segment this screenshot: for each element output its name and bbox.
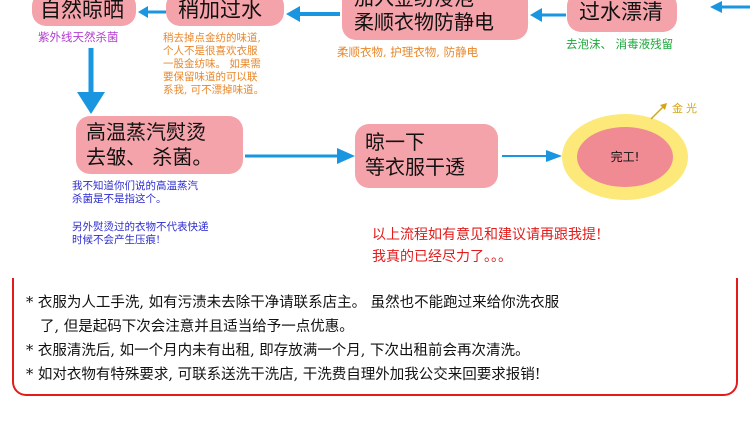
arrow-steam-to-air-dry <box>245 148 355 164</box>
note-rinse-light-line: 系我, 可不漂掉味道。 <box>163 84 265 96</box>
note-rinse-light: 稍去掉点金纺的味道, 个人不是很喜欢衣服 一股金纺味。 如果需 要保留味道的可以… <box>163 32 264 97</box>
arrow-air-dry-to-done <box>502 150 562 162</box>
glow-spark-icon <box>650 103 667 120</box>
step-softener-line1: 加入金纺浸泡 <box>354 0 516 10</box>
note-flow-comment-line: 我真的已经尽力了。。。 <box>372 249 512 265</box>
note-steam-a: 我不知道你们说的高温蒸汽 杀菌是不是指这个。 <box>72 180 198 206</box>
step-air-dry: 晾一下 等衣服干透 <box>355 124 498 188</box>
note-rinse: 去泡沫、 消毒液残留 <box>566 37 674 51</box>
arrow-rinse-light-to-sun-dry <box>138 6 166 18</box>
step-softener: 加入金纺浸泡 柔顺衣物防静电 <box>342 0 528 40</box>
step-air-dry-line2: 等衣服干透 <box>365 155 465 179</box>
footer-notes-box <box>12 278 738 396</box>
bullet-star-icon: * <box>26 295 34 311</box>
note-rinse-light-line: 要保留味道的可以联 <box>163 71 258 83</box>
note-rinse-light-line: 个人不是很喜欢衣服 <box>163 45 258 57</box>
arrow-rinse-to-softener <box>530 8 566 22</box>
step-sun-dry-label: 自然晾晒 <box>40 0 124 22</box>
step-softener-line2: 柔顺衣物防静电 <box>354 10 494 34</box>
note-steam-b: 另外熨烫过的衣物不代表快递 时候不会产生压痕! <box>72 221 209 247</box>
step-steam: 高温蒸汽熨烫 去皱、 杀菌。 <box>76 116 243 174</box>
note-rinse-light-line: 稍去掉点金纺的味道, <box>163 32 261 44</box>
arrow-softener-to-rinse-light <box>286 6 340 22</box>
footer-line-1: * 衣服为人工手洗, 如有污渍未去除干净请联系店主。 虽然也不能跑过来给你洗衣服 <box>26 291 559 312</box>
note-steam-b-line: 时候不会产生压痕! <box>72 234 161 246</box>
footer-line-1-text: 衣服为人工手洗, 如有污渍未去除干净请联系店主。 虽然也不能跑过来给你洗衣服 <box>37 295 560 311</box>
done-ellipse-inner <box>577 127 673 187</box>
note-rinse-light-line: 一股金纺味。 如果需 <box>163 58 261 70</box>
step-steam-line2: 去皱、 杀菌。 <box>86 145 213 169</box>
step-rinse-light: 稍加过水 <box>166 0 284 26</box>
footer-line-2: * 衣服清洗后, 如一个月内未有出租, 即存放满一个月, 下次出租前会再次清洗。 <box>26 339 530 360</box>
step-rinse: 过水漂清 <box>567 0 677 32</box>
bullet-star-icon: * <box>26 367 34 383</box>
footer-line-1-cont: 了, 但是起码下次会注意并且适当给予一点优惠。 <box>40 319 354 335</box>
arrow-incoming-right <box>710 1 750 13</box>
step-steam-line1: 高温蒸汽熨烫 <box>86 120 206 144</box>
bullet-star-icon: * <box>26 343 34 359</box>
step-air-dry-line1: 晾一下 <box>365 130 425 154</box>
footer-line-2-text: 衣服清洗后, 如一个月内未有出租, 即存放满一个月, 下次出租前会再次清洗。 <box>37 343 530 359</box>
note-steam-a-line: 杀菌是不是指这个。 <box>72 193 167 205</box>
note-flow-comment: 以上流程如有意见和建议请再跟我提! 我真的已经尽力了。。。 <box>372 224 602 268</box>
note-sun-dry: 紫外线天然杀菌 <box>38 30 119 44</box>
step-sun-dry: 自然晾晒 <box>32 0 136 26</box>
glow-label: 金光 <box>672 102 700 115</box>
note-softener: 柔顺衣物, 护理衣物, 防静电 <box>337 45 479 59</box>
step-rinse-light-label: 稍加过水 <box>178 0 262 22</box>
footer-line-3: * 如对衣物有特殊要求, 可联系送洗干洗店, 干洗费自理外加我公交来回要求报销! <box>26 363 541 384</box>
done-ellipse <box>562 114 688 200</box>
note-steam-b-line: 另外熨烫过的衣物不代表快递 <box>72 221 209 233</box>
arrow-sun-dry-to-steam <box>77 48 105 114</box>
note-flow-comment-line: 以上流程如有意见和建议请再跟我提! <box>372 227 602 243</box>
footer-line-3-text: 如对衣物有特殊要求, 可联系送洗干洗店, 干洗费自理外加我公交来回要求报销! <box>37 367 541 383</box>
step-rinse-label: 过水漂清 <box>579 0 663 24</box>
note-steam-a-line: 我不知道你们说的高温蒸汽 <box>72 180 198 192</box>
done-label: 完工! <box>610 150 640 164</box>
